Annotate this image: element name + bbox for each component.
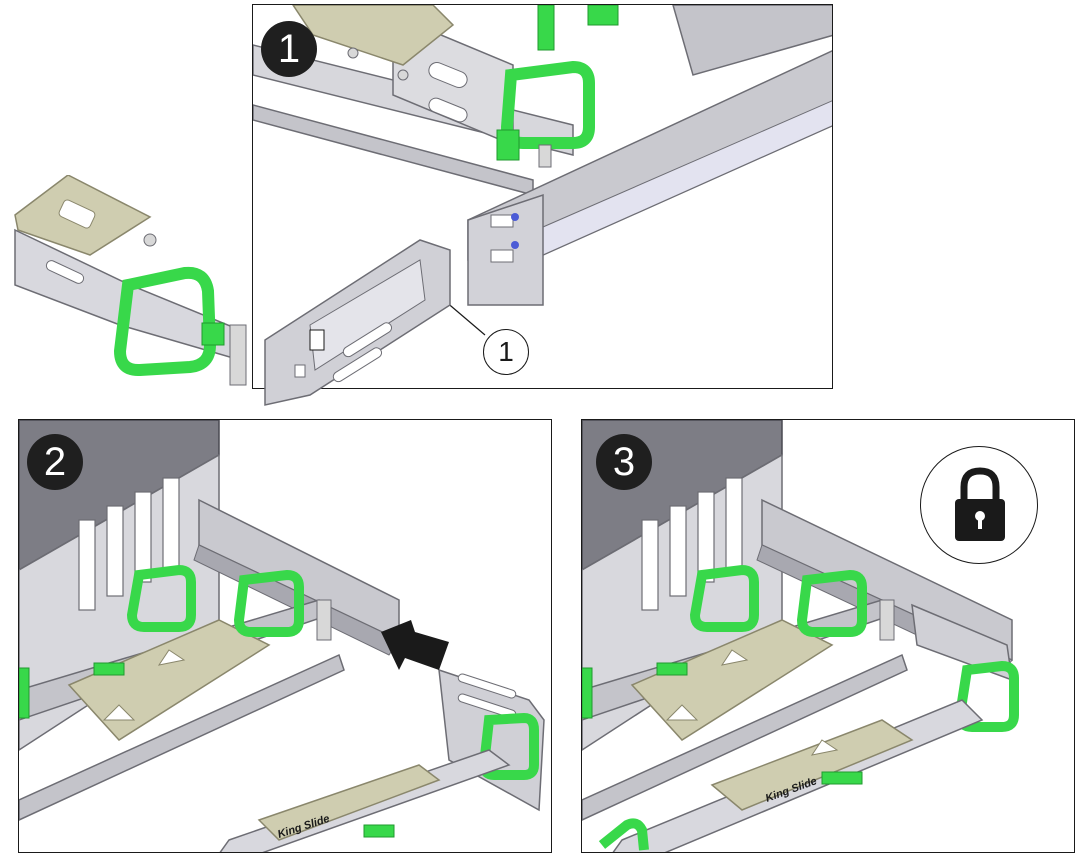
callout-1: 1 <box>483 329 529 375</box>
cma-locked-illustration: King Slide <box>582 420 1019 852</box>
step-2-badge: 2 <box>27 434 83 490</box>
step-3-panel: King Slide 3 <box>581 419 1075 853</box>
step-2-panel: King Slide 2 <box>18 419 552 853</box>
connector-assembly-illustration <box>14 175 451 406</box>
lock-badge <box>920 446 1038 564</box>
cma-insertion-illustration: King Slide <box>19 420 545 852</box>
arrow-icon <box>381 620 449 670</box>
rail-assembly-illustration <box>253 5 832 336</box>
lock-icon <box>955 467 1005 541</box>
step-3-badge: 3 <box>596 434 652 490</box>
step-1-badge: 1 <box>261 21 317 77</box>
